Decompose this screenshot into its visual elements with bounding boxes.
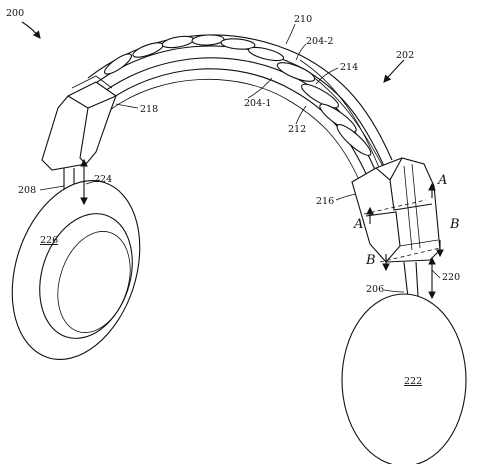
label-208: 208 — [18, 185, 36, 196]
label-210: 210 — [294, 14, 312, 25]
left-slider-housing — [41, 75, 117, 171]
arrow-icon — [21, 21, 41, 39]
label-224: 224 — [94, 174, 112, 185]
label-214: 214 — [340, 62, 358, 73]
left-ear-cup — [11, 180, 141, 360]
label-216: 216 — [316, 196, 334, 207]
label-200: 200 — [6, 8, 24, 19]
label-222: 222 — [404, 376, 422, 387]
label-204-2: 204-2 — [306, 36, 333, 47]
right-stem — [403, 261, 419, 299]
label-206: 206 — [366, 284, 384, 295]
label-204-1: 204-1 — [244, 98, 271, 109]
label-220: 220 — [442, 272, 460, 283]
section-label-b-bottom: B — [365, 253, 376, 268]
leader-lines — [39, 23, 441, 293]
section-line-a — [363, 182, 436, 224]
label-218: 218 — [140, 104, 158, 115]
section-line-b — [379, 240, 444, 272]
headband-bands — [104, 34, 372, 156]
section-label-b-top: B — [449, 217, 460, 232]
section-label-a-bottom: A — [353, 217, 363, 232]
headband — [87, 34, 393, 183]
section-label-a-top: A — [437, 173, 447, 188]
label-202: 202 — [396, 50, 414, 61]
arrow-icon — [383, 59, 405, 83]
label-212: 212 — [288, 124, 306, 135]
label-226: 226 — [40, 235, 58, 246]
right-ear-cup — [341, 293, 467, 464]
right-slider-housing — [351, 157, 441, 263]
